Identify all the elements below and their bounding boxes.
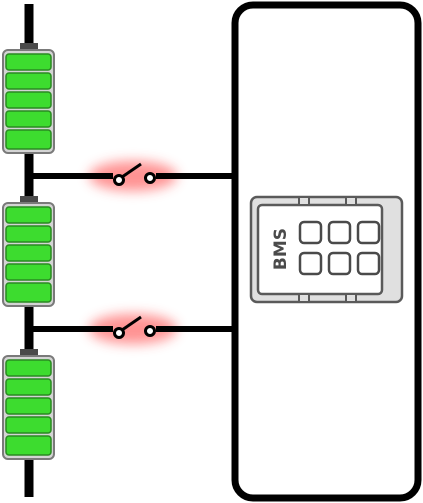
switch-glow-top (89, 161, 177, 191)
switch-glow-bottom (89, 314, 177, 344)
battery-cell-2 (2, 196, 55, 307)
battery-cell-3 (2, 349, 55, 460)
balancing-switch-top (113, 162, 156, 186)
bms-label: BMS (271, 228, 291, 270)
bms-chip-icon: BMS (249, 195, 404, 304)
balancing-switch-bottom (113, 315, 156, 339)
battery-cell-1 (2, 43, 55, 154)
